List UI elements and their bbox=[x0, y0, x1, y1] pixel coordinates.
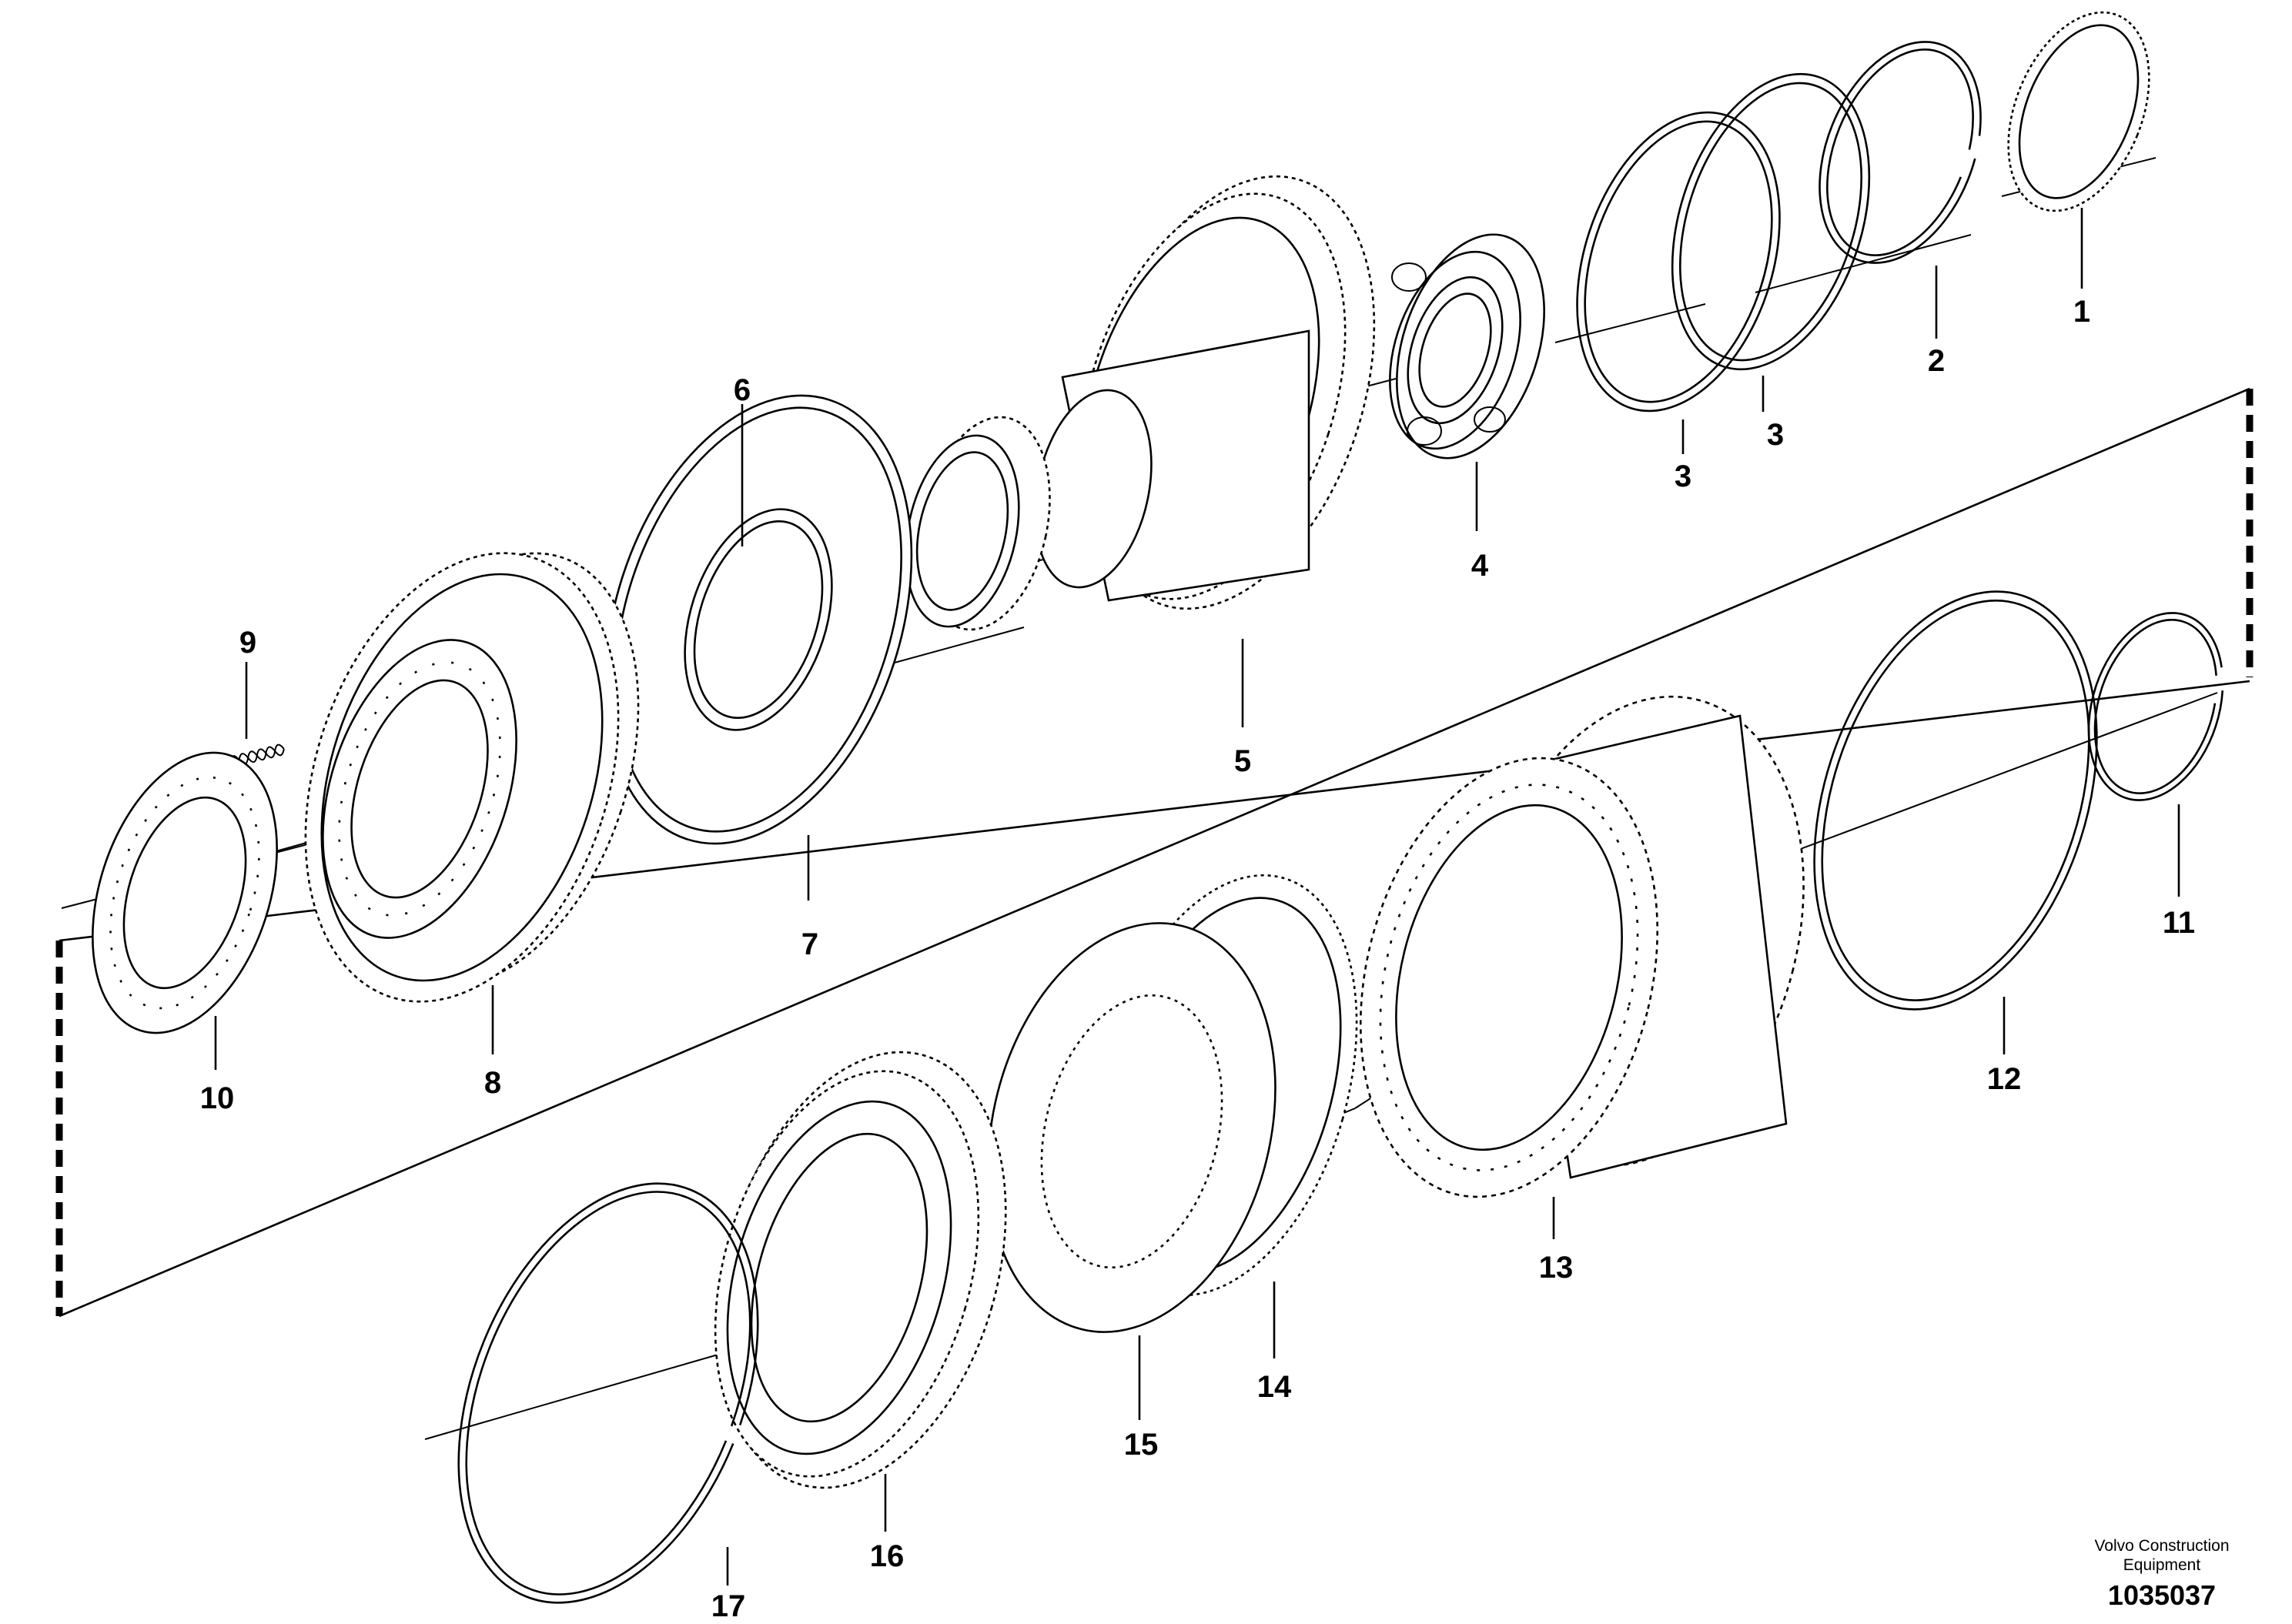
callout-11: 11 bbox=[2163, 906, 2195, 940]
leader-lines bbox=[214, 208, 2180, 1586]
part-4-ball-bearing bbox=[1389, 233, 1545, 459]
title-block: Volvo Construction Equipment 1035037 bbox=[2094, 1537, 2229, 1611]
part-8-carrier bbox=[304, 552, 640, 1003]
drawing-number: 1035037 bbox=[2108, 1579, 2216, 1611]
part-5-gear-shaft bbox=[905, 175, 1376, 631]
callout-3a: 3 bbox=[1675, 459, 1691, 493]
callout-2: 2 bbox=[1928, 344, 1945, 378]
part-13-splined-drum bbox=[1359, 695, 1805, 1198]
callout-9: 9 bbox=[239, 626, 256, 660]
part-15-friction-disc bbox=[987, 922, 1276, 1333]
part-1-toothed-ring bbox=[2007, 11, 2150, 212]
callout-7: 7 bbox=[801, 927, 818, 961]
callout-15: 15 bbox=[1124, 1428, 1159, 1462]
part-16-toothed-ring bbox=[714, 1051, 1007, 1489]
callout-5: 5 bbox=[1234, 744, 1251, 778]
part-12-large-snap-ring bbox=[1813, 590, 2098, 1011]
part-2-snap-ring bbox=[1819, 41, 1982, 264]
part-11-snap-ring bbox=[2087, 612, 2224, 801]
brand-line-2: Equipment bbox=[2123, 1556, 2201, 1574]
part-6-inner-ring bbox=[684, 508, 833, 731]
brand-line-1: Volvo Construction bbox=[2094, 1537, 2229, 1555]
part-10-perforated-plate bbox=[92, 751, 278, 1034]
callout-14: 14 bbox=[1257, 1370, 1292, 1404]
callout-10: 10 bbox=[200, 1081, 235, 1115]
callout-6: 6 bbox=[734, 373, 751, 407]
part-3-rings bbox=[1576, 72, 1871, 413]
callout-12: 12 bbox=[1987, 1062, 2022, 1096]
callout-17: 17 bbox=[711, 1589, 746, 1620]
callout-16: 16 bbox=[870, 1539, 905, 1573]
callout-3b: 3 bbox=[1767, 418, 1784, 452]
callout-13: 13 bbox=[1539, 1251, 1574, 1285]
callout-4: 4 bbox=[1471, 549, 1489, 583]
callout-labels: 1 2 3 3 4 5 6 7 8 9 10 11 12 13 14 15 16… bbox=[200, 295, 2195, 1623]
callout-8: 8 bbox=[484, 1066, 501, 1100]
part-17-snap-ring bbox=[457, 1182, 759, 1604]
callout-1: 1 bbox=[2073, 295, 2090, 329]
